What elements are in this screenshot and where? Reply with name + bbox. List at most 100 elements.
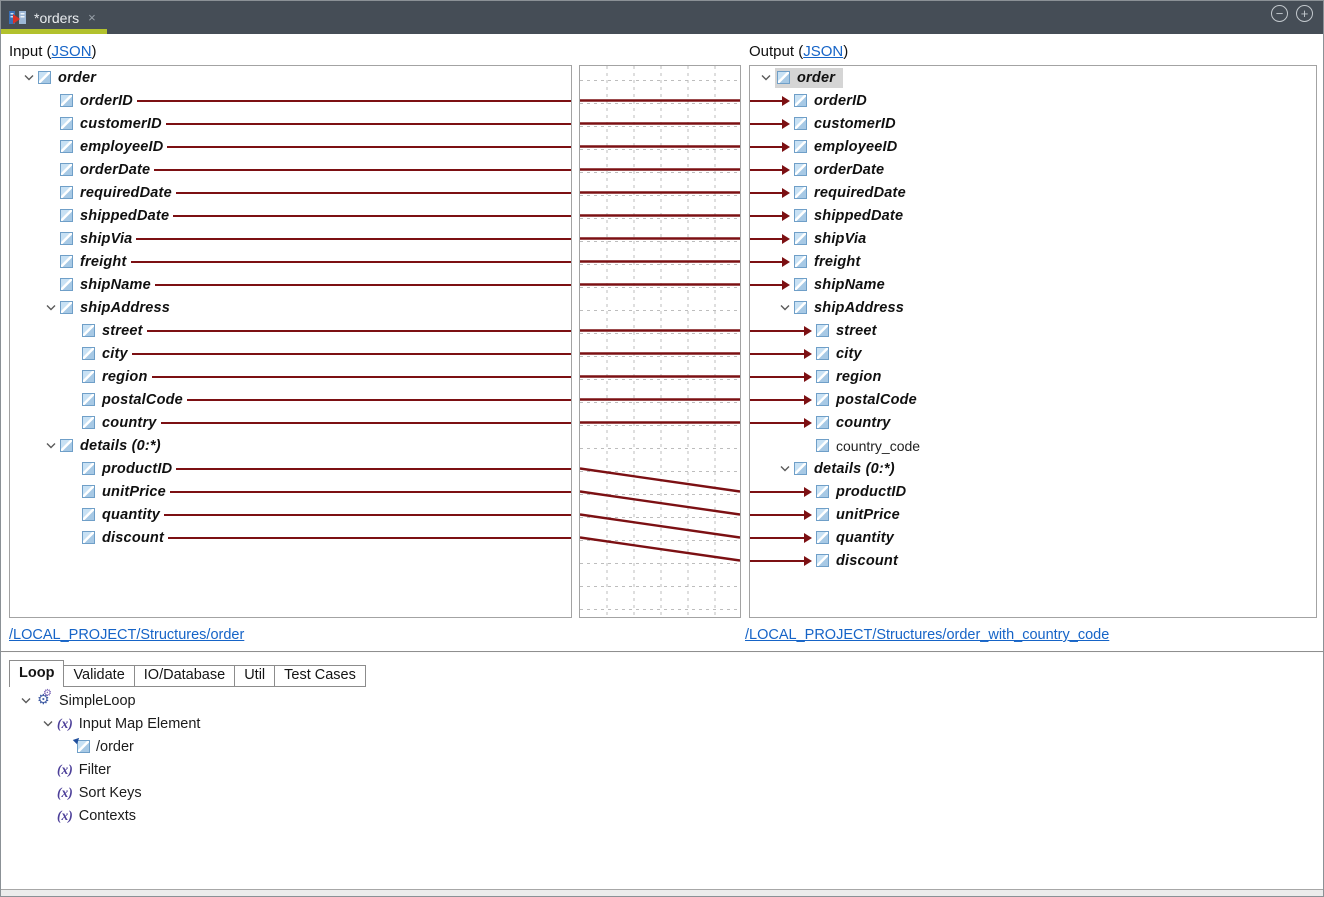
mapping-line[interactable] — [750, 536, 805, 539]
tab-test-cases[interactable]: Test Cases — [275, 665, 366, 687]
zoom-out-icon[interactable]: − — [1271, 5, 1288, 22]
in-tree-node-shippeddate[interactable]: shippedDate — [10, 204, 571, 227]
mapping-line[interactable] — [750, 398, 805, 401]
mapping-line[interactable] — [165, 122, 571, 125]
mapping-line[interactable] — [131, 352, 571, 355]
output-json-link[interactable]: JSON — [803, 43, 844, 60]
mapping-line[interactable] — [750, 145, 783, 148]
loop-tree-node-sort-keys[interactable]: (x)Sort Keys — [1, 781, 1323, 804]
mapping-line[interactable] — [750, 559, 805, 562]
in-tree-node-orderid[interactable]: orderID — [10, 89, 571, 112]
mapping-canvas[interactable] — [579, 65, 741, 618]
out-tree-node-city[interactable]: city — [750, 342, 1316, 365]
out-tree-node-employeeid[interactable]: employeeID — [750, 135, 1316, 158]
in-tree-node-employeeid[interactable]: employeeID — [10, 135, 571, 158]
in-tree-node-details-0[interactable]: details (0:*) — [10, 434, 571, 457]
out-tree-node-orderid[interactable]: orderID — [750, 89, 1316, 112]
mapping-line[interactable] — [130, 260, 571, 263]
in-tree-node-shipname[interactable]: shipName — [10, 273, 571, 296]
loop-tree-node-filter[interactable]: (x)Filter — [1, 758, 1323, 781]
loop-tree-node-order[interactable]: /order — [1, 735, 1323, 758]
in-tree-node-customerid[interactable]: customerID — [10, 112, 571, 135]
in-tree-node-shipaddress[interactable]: shipAddress — [10, 296, 571, 319]
mapping-line[interactable] — [186, 398, 571, 401]
mapping-line[interactable] — [750, 375, 805, 378]
mapping-line[interactable] — [136, 99, 571, 102]
close-icon[interactable]: × — [88, 10, 96, 25]
in-tree-node-unitprice[interactable]: unitPrice — [10, 480, 571, 503]
loop-tree-node-simpleloop[interactable]: ⚙⚙SimpleLoop — [1, 688, 1323, 712]
mapping-line[interactable] — [750, 513, 805, 516]
out-tree-node-details-0[interactable]: details (0:*) — [750, 457, 1316, 480]
in-tree-node-city[interactable]: city — [10, 342, 571, 365]
input-json-link[interactable]: JSON — [51, 43, 92, 60]
chevron-down-icon[interactable] — [757, 74, 775, 81]
out-tree-node-customerid[interactable]: customerID — [750, 112, 1316, 135]
mapping-line[interactable] — [154, 283, 571, 286]
mapping-line[interactable] — [167, 145, 571, 148]
mapping-line[interactable] — [750, 329, 805, 332]
mapping-line[interactable] — [750, 490, 805, 493]
out-tree-node-order[interactable]: order — [750, 66, 1316, 89]
chevron-down-icon[interactable] — [20, 74, 38, 81]
in-tree-node-quantity[interactable]: quantity — [10, 503, 571, 526]
out-tree-node-shipname[interactable]: shipName — [750, 273, 1316, 296]
out-tree-node-orderdate[interactable]: orderDate — [750, 158, 1316, 181]
in-tree-node-postalcode[interactable]: postalCode — [10, 388, 571, 411]
out-tree-node-street[interactable]: street — [750, 319, 1316, 342]
mapping-line[interactable] — [154, 168, 571, 171]
mapping-line[interactable] — [750, 421, 805, 424]
selected-node-highlight[interactable]: order — [775, 67, 844, 88]
tab-loop[interactable]: Loop — [9, 660, 65, 687]
in-tree-node-productid[interactable]: productID — [10, 457, 571, 480]
out-tree-node-requireddate[interactable]: requiredDate — [750, 181, 1316, 204]
out-tree-node-shipvia[interactable]: shipVia — [750, 227, 1316, 250]
mapping-line[interactable] — [750, 191, 783, 194]
mapping-line[interactable] — [750, 168, 783, 171]
input-structure-link[interactable]: /LOCAL_PROJECT/Structures/order — [9, 627, 245, 643]
out-tree-node-postalcode[interactable]: postalCode — [750, 388, 1316, 411]
mapping-line[interactable] — [146, 329, 571, 332]
output-structure-link[interactable]: /LOCAL_PROJECT/Structures/order_with_cou… — [745, 627, 1110, 643]
in-tree-node-order[interactable]: order — [10, 66, 571, 89]
tab-validate[interactable]: Validate — [64, 665, 135, 687]
in-tree-node-orderdate[interactable]: orderDate — [10, 158, 571, 181]
out-tree-node-freight[interactable]: freight — [750, 250, 1316, 273]
in-tree-node-region[interactable]: region — [10, 365, 571, 388]
mapping-line[interactable] — [176, 467, 571, 470]
out-tree-node-discount[interactable]: discount — [750, 549, 1316, 572]
mapping-line[interactable] — [168, 536, 571, 539]
chevron-down-icon[interactable] — [17, 697, 35, 704]
chevron-down-icon[interactable] — [776, 465, 794, 472]
out-tree-node-quantity[interactable]: quantity — [750, 526, 1316, 549]
in-tree-node-discount[interactable]: discount — [10, 526, 571, 549]
mapping-line[interactable] — [136, 237, 571, 240]
loop-tree-node-input-map-element[interactable]: (x)Input Map Element — [1, 712, 1323, 735]
mapping-line[interactable] — [173, 214, 571, 217]
out-tree-node-country[interactable]: country — [750, 411, 1316, 434]
out-tree-node-productid[interactable]: productID — [750, 480, 1316, 503]
document-tab-orders[interactable]: *orders × — [1, 1, 107, 34]
mapping-line[interactable] — [169, 490, 571, 493]
mapping-line[interactable] — [750, 352, 805, 355]
in-tree-node-country[interactable]: country — [10, 411, 571, 434]
out-tree-node-unitprice[interactable]: unitPrice — [750, 503, 1316, 526]
tab-io-database[interactable]: IO/Database — [134, 665, 236, 687]
mapping-line[interactable] — [750, 283, 783, 286]
mapping-line[interactable] — [750, 122, 783, 125]
tab-util[interactable]: Util — [235, 665, 276, 687]
mapping-line[interactable] — [750, 214, 783, 217]
mapping-line[interactable] — [175, 191, 571, 194]
in-tree-node-freight[interactable]: freight — [10, 250, 571, 273]
loop-tree-node-contexts[interactable]: (x)Contexts — [1, 804, 1323, 827]
out-tree-node-region[interactable]: region — [750, 365, 1316, 388]
in-tree-node-street[interactable]: street — [10, 319, 571, 342]
mapping-line[interactable] — [750, 237, 783, 240]
chevron-down-icon[interactable] — [776, 304, 794, 311]
mapping-line[interactable] — [164, 513, 571, 516]
chevron-down-icon[interactable] — [42, 304, 60, 311]
out-tree-node-shipaddress[interactable]: shipAddress — [750, 296, 1316, 319]
zoom-in-icon[interactable]: + — [1296, 5, 1313, 22]
mapping-line[interactable] — [160, 421, 571, 424]
chevron-down-icon[interactable] — [39, 720, 57, 727]
